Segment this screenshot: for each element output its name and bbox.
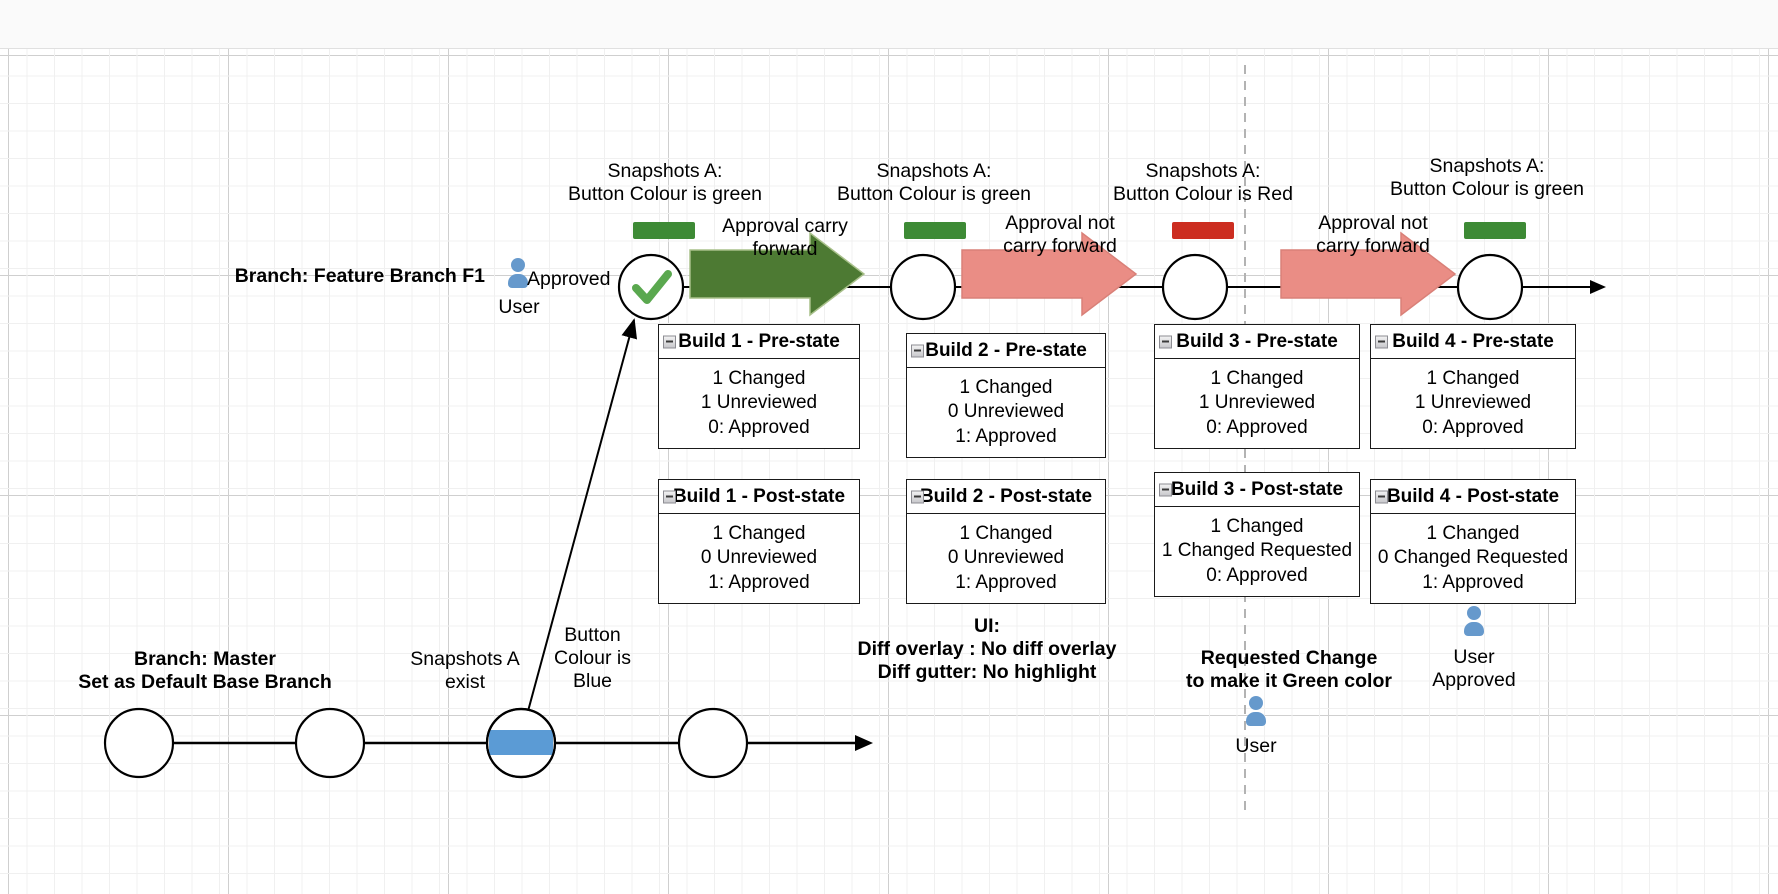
build-box-title-text: Build 2 - Pre-state [925,340,1087,361]
build-box-1-post[interactable]: Build 1 - Post-state 1 Changed 0 Unrevie… [658,479,860,604]
build-box-3-post-body: 1 Changed 1 Changed Requested 0: Approve… [1161,516,1353,586]
approver-status-label: Approved [527,268,611,290]
build-box-4-pre-title: Build 4 - Pre-state [1371,325,1575,359]
collapse-icon[interactable] [1375,335,1388,348]
snapshot-label-4: Snapshots A: Button Colour is green [1389,155,1585,200]
build-box-title-text: Build 4 - Pre-state [1392,331,1554,352]
user-icon-approver [507,258,529,288]
snapshot-label-1: Snapshots A: Button Colour is green [567,160,763,205]
build-box-title-text: Build 3 - Post-state [1170,479,1344,500]
app-toolbar[interactable] [0,0,1778,49]
collapse-icon[interactable] [1375,490,1388,503]
build-box-1-pre-body: 1 Changed 1 Unreviewed 0: Approved [700,368,818,438]
build-box-4-pre[interactable]: Build 4 - Pre-state 1 Changed 1 Unreview… [1370,324,1576,449]
build-box-4-post-body: 1 Changed 0 Changed Requested 1: Approve… [1377,523,1569,593]
build-box-4-post-title: Build 4 - Post-state [1371,480,1575,514]
build-box-3-pre[interactable]: Build 3 - Pre-state 1 Changed 1 Unreview… [1154,324,1360,449]
requested-change-user-label: User [1235,735,1277,757]
build-box-2-pre-title: Build 2 - Pre-state [907,334,1105,368]
collapse-icon[interactable] [663,490,676,503]
user-icon-requested-change [1245,696,1267,726]
snapshot-button-chip-2[interactable] [904,222,966,239]
collapse-icon[interactable] [911,344,924,357]
build-box-title-text: Build 2 - Post-state [919,486,1093,507]
collapse-icon[interactable] [1159,483,1172,496]
ui-note: UI: Diff overlay : No diff overlay Diff … [857,615,1117,683]
approved-user-label: User Approved [1432,646,1516,691]
snapshot-button-chip-3[interactable] [1172,222,1234,239]
build-box-2-post-body: 1 Changed 0 Unreviewed 1: Approved [947,523,1065,593]
collapse-icon[interactable] [1159,335,1172,348]
build-box-1-pre-title: Build 1 - Pre-state [659,325,859,359]
build-box-3-pre-title: Build 3 - Pre-state [1155,325,1359,359]
build-box-2-pre[interactable]: Build 2 - Pre-state 1 Changed 0 Unreview… [906,333,1106,458]
build-box-title-text: Build 4 - Post-state [1386,486,1560,507]
feature-branch-label: Branch: Feature Branch F1 [234,265,485,287]
build-box-3-pre-body: 1 Changed 1 Unreviewed 0: Approved [1198,368,1316,438]
build-box-4-pre-body: 1 Changed 1 Unreviewed 0: Approved [1414,368,1532,438]
build-box-2-pre-body: 1 Changed 0 Unreviewed 1: Approved [947,377,1065,447]
build-box-title-text: Build 1 - Post-state [672,486,846,507]
build-box-2-post-title: Build 2 - Post-state [907,480,1105,514]
approver-role-label: User [498,296,540,318]
build-box-title-text: Build 1 - Pre-state [678,331,840,352]
transition-label-3: Approval not carry forward [1316,212,1430,257]
snapshot-button-chip-4[interactable] [1464,222,1526,239]
snapshot-button-chip-1[interactable] [633,222,695,239]
build-box-3-post[interactable]: Build 3 - Post-state 1 Changed 1 Changed… [1154,472,1360,597]
snapshot-label-3: Snapshots A: Button Colour is Red [1113,160,1293,205]
build-box-title-text: Build 3 - Pre-state [1176,331,1338,352]
build-box-1-post-title: Build 1 - Post-state [659,480,859,514]
build-box-2-post[interactable]: Build 2 - Post-state 1 Changed 0 Unrevie… [906,479,1106,604]
requested-change-note: Requested Change to make it Green color [1186,647,1392,692]
master-button-note: Button Colour is Blue [554,624,631,692]
master-snapshot-note: Snapshots A exist [410,648,520,693]
build-box-1-pre[interactable]: Build 1 - Pre-state 1 Changed 1 Unreview… [658,324,860,449]
build-box-1-post-body: 1 Changed 0 Unreviewed 1: Approved [700,523,818,593]
collapse-icon[interactable] [663,335,676,348]
build-box-4-post[interactable]: Build 4 - Post-state 1 Changed 0 Changed… [1370,479,1576,604]
user-icon-approved [1463,606,1485,636]
collapse-icon[interactable] [911,490,924,503]
build-box-3-post-title: Build 3 - Post-state [1155,473,1359,507]
transition-label-1: Approval carry forward [722,215,848,260]
snapshot-label-2: Snapshots A: Button Colour is green [836,160,1032,205]
master-branch-label: Branch: Master Set as Default Base Branc… [78,648,332,693]
transition-label-2: Approval not carry forward [1003,212,1117,257]
